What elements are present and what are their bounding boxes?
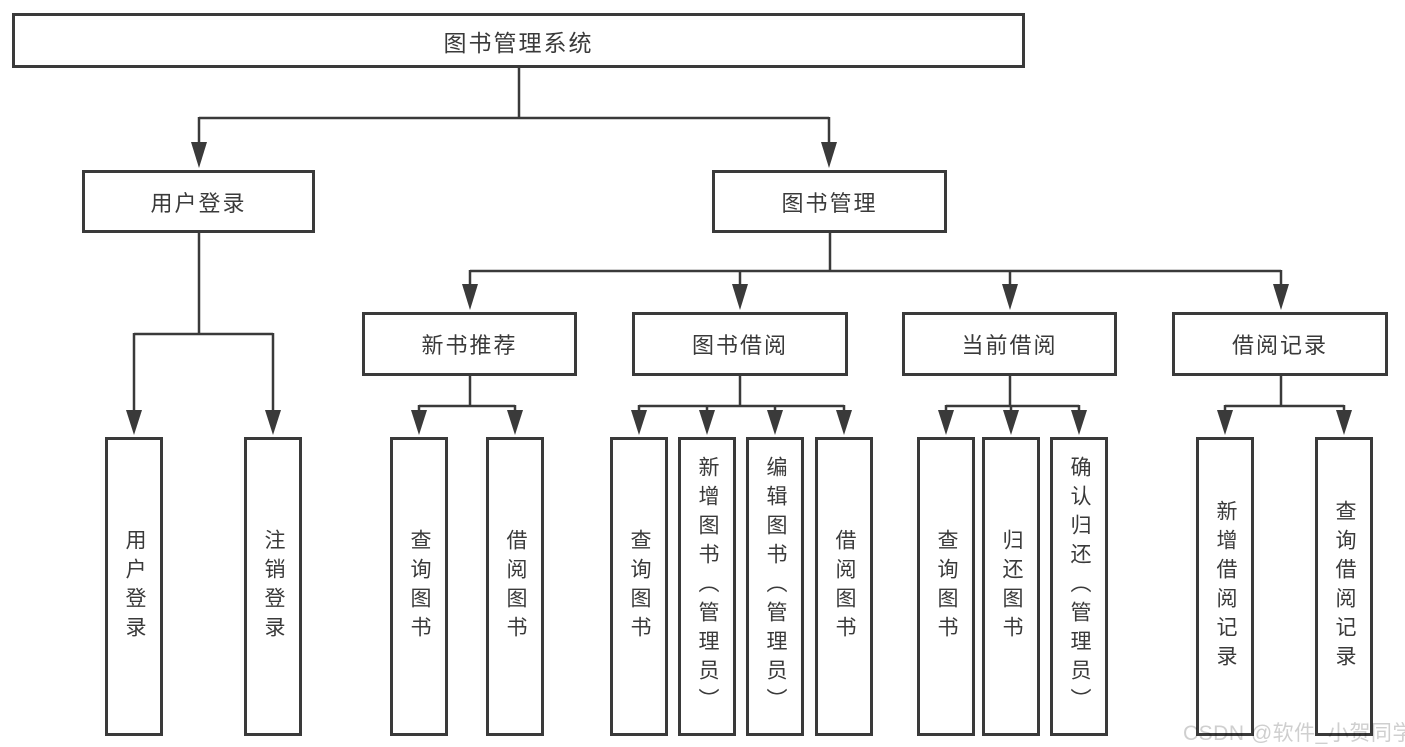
node-label: 归还图书 bbox=[1000, 528, 1023, 645]
arrowhead-icon bbox=[1003, 410, 1019, 435]
arrowhead-icon bbox=[836, 410, 852, 435]
arrowhead-icon bbox=[126, 410, 142, 435]
arrowhead-icon bbox=[1217, 410, 1233, 435]
node-label: 借阅图书 bbox=[833, 528, 856, 645]
node-label: 编辑图书（管理员） bbox=[764, 456, 787, 717]
node-borrow-records: 借阅记录 bbox=[1172, 312, 1388, 376]
arrowhead-icon bbox=[631, 410, 647, 435]
arrowhead-icon bbox=[1071, 410, 1087, 435]
arrowheads bbox=[126, 142, 1352, 435]
arrowhead-icon bbox=[265, 410, 281, 435]
leaf-recommend-query-books: 查询图书 bbox=[390, 437, 448, 736]
leaf-user-login: 用户登录 bbox=[105, 437, 163, 736]
node-label: 查询图书 bbox=[935, 528, 958, 645]
node-label: 当前借阅 bbox=[961, 333, 1058, 358]
leaf-borrow-edit-books: 编辑图书（管理员） bbox=[746, 437, 804, 736]
leaf-current-confirm-return: 确认归还（管理员） bbox=[1050, 437, 1108, 736]
node-label: 用户登录 bbox=[150, 190, 247, 216]
arrowhead-icon bbox=[699, 410, 715, 435]
leaf-current-return-books: 归还图书 bbox=[982, 437, 1040, 736]
arrowhead-icon bbox=[1336, 410, 1352, 435]
node-label: 查询图书 bbox=[408, 528, 431, 645]
arrowhead-icon bbox=[411, 410, 427, 435]
arrowhead-icon bbox=[191, 142, 207, 168]
leaf-borrow-query-books: 查询图书 bbox=[610, 437, 668, 736]
node-current-borrow: 当前借阅 bbox=[902, 312, 1117, 376]
node-label: 新增图书（管理员） bbox=[696, 456, 719, 717]
arrowhead-icon bbox=[462, 284, 478, 310]
node-label: 查询图书 bbox=[628, 528, 651, 645]
leaf-records-add-record: 新增借阅记录 bbox=[1196, 437, 1254, 736]
node-book-management: 图书管理 bbox=[712, 170, 947, 233]
leaf-logout: 注销登录 bbox=[244, 437, 302, 736]
node-label: 图书管理 bbox=[781, 190, 878, 216]
csdn-watermark: CSDN @软件_小贺同学 bbox=[1183, 722, 1405, 745]
node-label: 借阅图书 bbox=[504, 528, 527, 645]
arrowhead-icon bbox=[507, 410, 523, 435]
node-label: 新书推荐 bbox=[421, 333, 518, 358]
node-label: 借阅记录 bbox=[1231, 333, 1328, 358]
node-book-borrow: 图书借阅 bbox=[632, 312, 848, 376]
arrowhead-icon bbox=[1273, 284, 1289, 310]
leaf-records-query-record: 查询借阅记录 bbox=[1315, 437, 1373, 736]
node-label: 查询借阅记录 bbox=[1333, 499, 1356, 674]
leaf-current-query-books: 查询图书 bbox=[917, 437, 975, 736]
arrowhead-icon bbox=[1002, 284, 1018, 310]
node-label: 注销登录 bbox=[262, 528, 285, 645]
arrowhead-icon bbox=[732, 284, 748, 310]
arrowhead-icon bbox=[938, 410, 954, 435]
node-user-login: 用户登录 bbox=[82, 170, 315, 233]
node-label: 图书借阅 bbox=[691, 333, 788, 358]
arrowhead-icon bbox=[821, 142, 837, 168]
leaf-recommend-borrow-books: 借阅图书 bbox=[486, 437, 544, 736]
node-root: 图书管理系统 bbox=[12, 13, 1025, 68]
arrowhead-icon bbox=[767, 410, 783, 435]
node-label: 用户登录 bbox=[123, 528, 146, 645]
leaf-borrow-borrow-books: 借阅图书 bbox=[815, 437, 873, 736]
node-label: 确认归还（管理员） bbox=[1068, 456, 1091, 717]
leaf-borrow-add-books: 新增图书（管理员） bbox=[678, 437, 736, 736]
node-label: 新增借阅记录 bbox=[1214, 499, 1237, 674]
node-new-book-recommend: 新书推荐 bbox=[362, 312, 577, 376]
node-label: 图书管理系统 bbox=[443, 29, 594, 56]
